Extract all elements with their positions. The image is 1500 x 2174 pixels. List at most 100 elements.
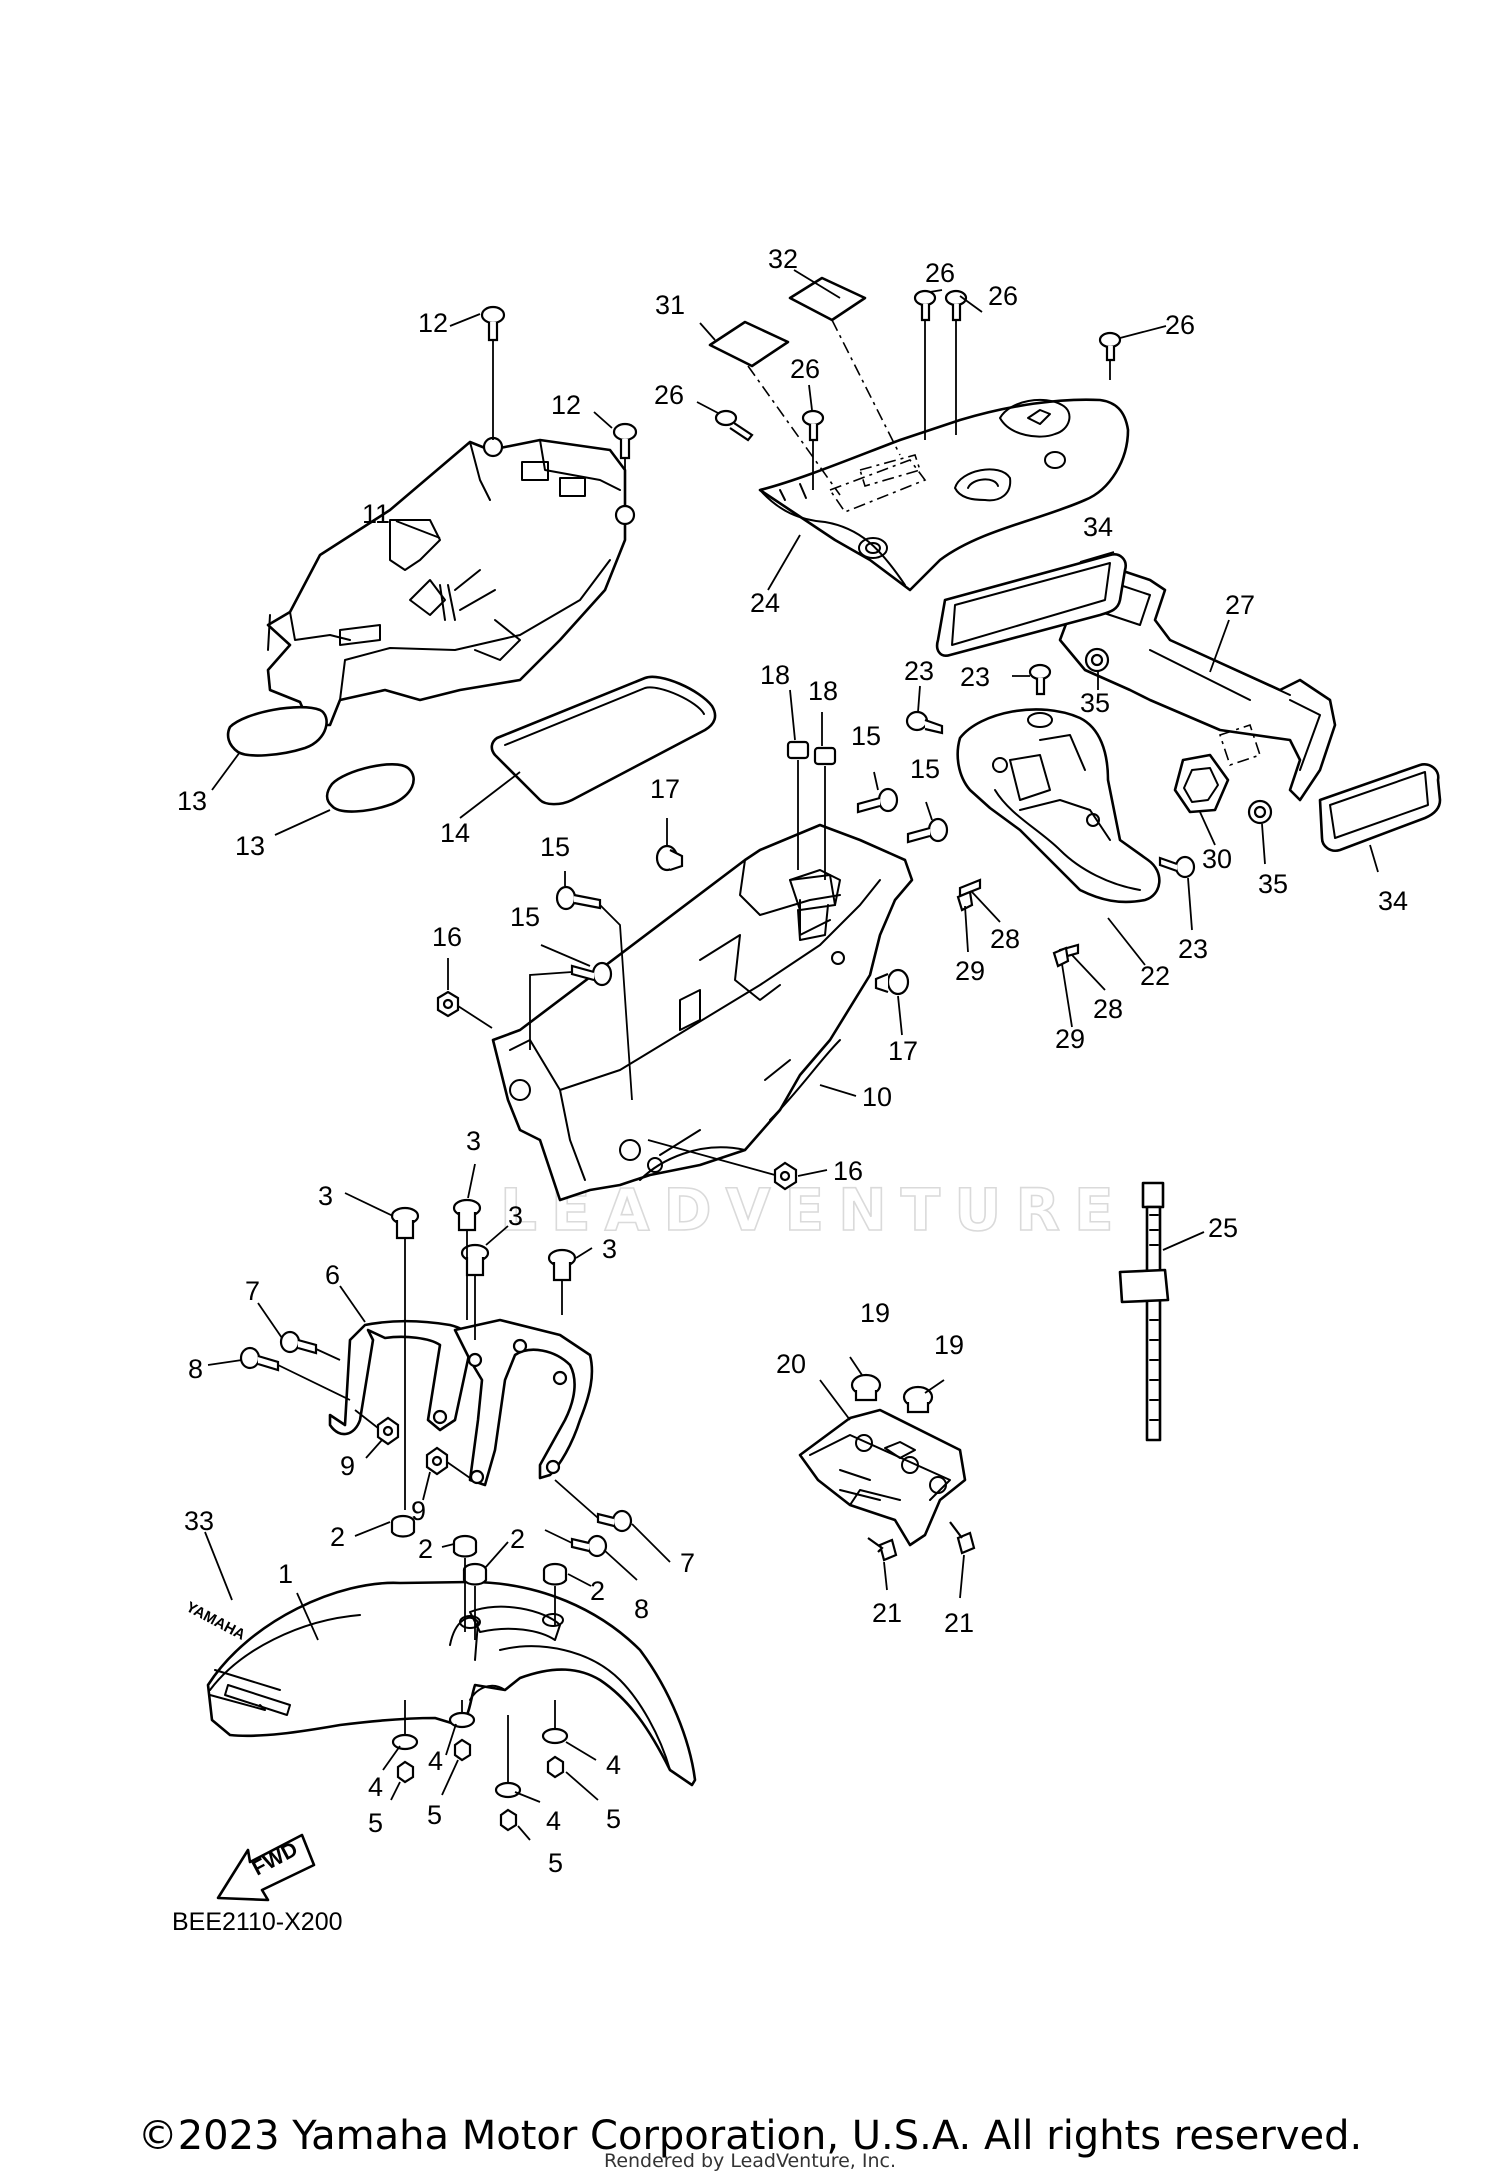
damper-2d-part [542, 1562, 568, 1586]
rear-seat-cover-part [266, 436, 636, 727]
callout-label: 18 [808, 676, 838, 706]
fender-stay-part [328, 1318, 594, 1487]
callout-label: 5 [368, 1808, 383, 1838]
hardware-group [239, 289, 1273, 1832]
nut-5a-part [396, 1760, 415, 1784]
collar-3d-part [547, 1248, 577, 1282]
callout-label: 15 [851, 721, 881, 751]
callout-label: 3 [318, 1181, 333, 1211]
rendered-by-notice: Rendered by LeadVenture, Inc. [603, 2150, 897, 2172]
copyright-notice: ©2023 Yamaha Motor Corporation, U.S.A. A… [137, 2113, 1363, 2159]
callout-label: 26 [1165, 310, 1195, 340]
callout-label: 2 [418, 1534, 433, 1564]
bolt-26d-part [944, 289, 968, 322]
bolt-15a-part [856, 787, 899, 814]
bolt-26a-part [714, 409, 754, 442]
callout-label: 28 [1093, 994, 1123, 1024]
callout-label: 10 [862, 1082, 892, 1112]
bolt-12b-part [612, 422, 638, 460]
nut-16a-part [436, 990, 460, 1018]
grommet-17b-part [874, 968, 910, 996]
collar-3b-part [452, 1198, 482, 1232]
callout-label: 14 [440, 818, 470, 848]
callout-label: 26 [654, 380, 684, 410]
reflector-bracket-part [1058, 558, 1337, 802]
callout-label: 3 [602, 1234, 617, 1264]
callout-label: 26 [988, 281, 1018, 311]
callout-label: 32 [768, 244, 798, 274]
callout-label: 4 [428, 1746, 443, 1776]
nut-5b-part [453, 1738, 472, 1762]
seat-pad-front-part [226, 705, 328, 757]
seat-pad-rear-part [325, 763, 415, 813]
damper-2b-part [452, 1534, 478, 1558]
callout-label: 16 [833, 1156, 863, 1186]
bolt-7a-part [279, 1330, 318, 1355]
callout-label: 8 [634, 1594, 649, 1624]
callout-label: 23 [904, 656, 934, 686]
rear-cowl-part [758, 398, 1130, 592]
callout-label: 29 [1055, 1024, 1085, 1054]
callout-label: 5 [548, 1848, 563, 1878]
callout-label: 12 [418, 308, 448, 338]
callout-label: 29 [955, 956, 985, 986]
damper-2c-part [462, 1562, 488, 1586]
bolt-26e-part [1098, 331, 1122, 362]
callout-label: 20 [776, 1349, 806, 1379]
callout-label: 15 [910, 754, 940, 784]
callout-label: 7 [245, 1276, 260, 1306]
callout-label: 5 [427, 1800, 442, 1830]
callout-label: 28 [990, 924, 1020, 954]
callout-labels: 32 31 26 26 26 26 26 12 12 11 24 34 27 1… [177, 244, 1408, 1878]
bolt-8b-part [570, 1534, 608, 1558]
nut-16b-part [773, 1161, 798, 1191]
callout-label: 23 [960, 662, 990, 692]
bolt-23c-part [1158, 855, 1196, 879]
callout-label: 35 [1258, 869, 1288, 899]
callout-label: 17 [650, 774, 680, 804]
fwd-arrow-icon: FWD [216, 1833, 316, 1902]
bolt-7b-part [596, 1509, 633, 1533]
damper-2a-part [390, 1514, 416, 1538]
diagram-code: BEE2110-X200 [172, 1908, 343, 1936]
nut-35a-part [1084, 647, 1110, 673]
washer-4b-part [448, 1711, 476, 1729]
washer-4c-part [494, 1781, 522, 1799]
grommet-17a-part [655, 844, 684, 872]
sticker-32-part [788, 276, 867, 322]
callout-label: 25 [1208, 1213, 1238, 1243]
callout-leaders [204, 269, 1379, 1841]
callout-label: 35 [1080, 688, 1110, 718]
callout-label: 12 [551, 390, 581, 420]
callout-label: 23 [1178, 934, 1208, 964]
bolt-15d-part [570, 961, 613, 987]
fender-brand-text: YAMAHA [183, 1599, 248, 1644]
collar-3c-part [460, 1243, 490, 1277]
nut-9a-part [376, 1416, 400, 1446]
callout-label: 17 [888, 1036, 918, 1066]
callout-label: 15 [540, 832, 570, 862]
callout-label: 4 [546, 1806, 561, 1836]
bolt-23a-part [905, 710, 944, 735]
cover-bracket-part [798, 1408, 967, 1547]
callout-label: 4 [368, 1772, 383, 1802]
callout-label: 24 [750, 588, 780, 618]
bolt-26b-part [801, 409, 825, 442]
reflector-lower-part [1318, 763, 1442, 852]
callout-label: 34 [1378, 886, 1408, 916]
front-fender-part [206, 1580, 697, 1787]
callout-label: 6 [325, 1260, 340, 1290]
callout-label: 13 [177, 786, 207, 816]
callout-label: 2 [590, 1576, 605, 1606]
callout-label: 22 [1140, 961, 1170, 991]
callout-label: 15 [510, 902, 540, 932]
callout-label: 2 [510, 1524, 525, 1554]
callout-label: 26 [925, 258, 955, 288]
callout-label: 16 [432, 922, 462, 952]
callout-label: 3 [508, 1201, 523, 1231]
callout-label: 9 [340, 1451, 355, 1481]
cable-tie-part [1118, 1181, 1170, 1442]
reflector-upper-part [935, 553, 1127, 657]
callout-label: 1 [278, 1559, 293, 1589]
callout-label: 3 [466, 1126, 481, 1156]
